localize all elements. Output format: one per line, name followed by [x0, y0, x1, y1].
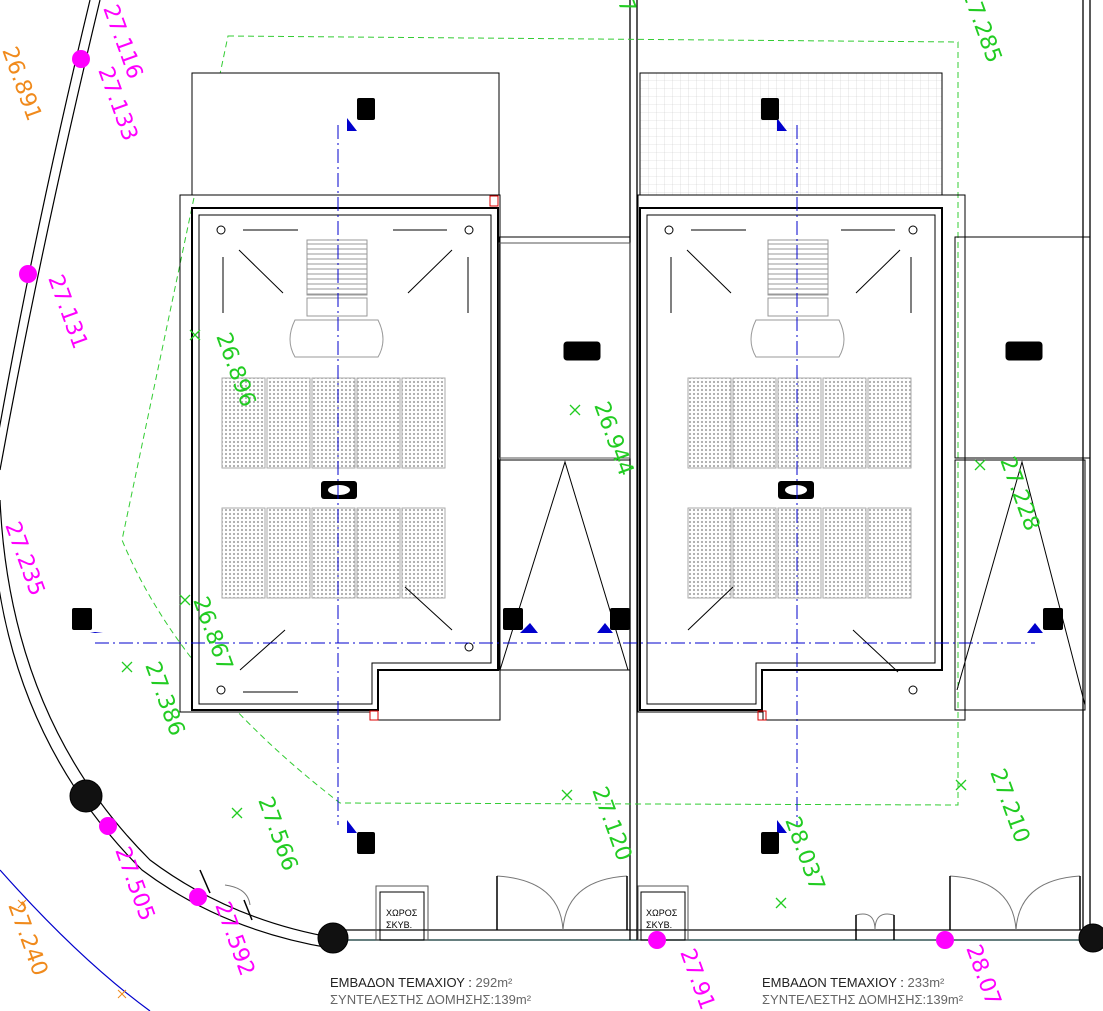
gate-posts: [199, 869, 1081, 940]
room-label: ΧΩΡΟΣ: [386, 908, 418, 918]
elevation-label: 26.944: [588, 399, 638, 480]
house-2: [637, 194, 966, 721]
elevation-label: 26.891: [0, 44, 46, 125]
svg-text:ΕΜΒΑΔΟΝ ΤΕΜΑΧΙΟΥ : 233m²: ΕΜΒΑΔΟΝ ΤΕΜΑΧΙΟΥ : 233m²: [762, 975, 945, 990]
tree-symbols: [69, 779, 1103, 954]
elevation-label: 27.592: [209, 899, 259, 980]
room-label: ΧΩΡΟΣ: [646, 908, 678, 918]
elevation-label: 27.505: [109, 844, 159, 925]
plot-info-2: ΕΜΒΑΔΟΝ ΤΕΜΑΧΙΟΥ : 233m² ΣΥΝΤΕΛΕΣΤΗΣ ΔΟΜ…: [762, 975, 964, 1007]
elevation-label: 28.037: [779, 814, 829, 895]
room-label: ΣΚΥΒ.: [386, 920, 412, 930]
section-markers: [90, 118, 1043, 833]
plot-info-1: ΕΜΒΑΔΟΝ ΤΕΜΑΧΙΟΥ : 292m² ΣΥΝΤΕΛΕΣΤΗΣ ΔΟΜ…: [330, 975, 532, 1007]
gates: [224, 875, 1081, 931]
area-label: ΕΜΒΑΔΟΝ ΤΕΜΑΧΙΟΥ :: [330, 975, 472, 990]
room-label: ΣΚΥΒ.: [646, 920, 672, 930]
elevation-label: 087: [602, 0, 640, 17]
plot-divider: [629, 0, 1091, 940]
elevation-label: 27.120: [586, 784, 636, 865]
area-label: ΕΜΒΑΔΟΝ ΤΕΜΑΧΙΟΥ :: [762, 975, 904, 990]
elevation-label: 27.285: [956, 0, 1006, 66]
bin-store-2: ΧΩΡΟΣ ΣΚΥΒ.: [637, 885, 689, 941]
area-value: 292m²: [476, 975, 514, 990]
building-coefficient: ΣΥΝΤΕΛΕΣΤΗΣ ΔΟΜΗΣΗΣ:139m²: [762, 992, 964, 1007]
elevation-label: 27.91: [674, 946, 719, 1011]
building-envelope-boundary: [121, 35, 959, 806]
elevation-label: 27.566: [252, 794, 302, 875]
elevation-label: 27.386: [139, 659, 189, 740]
elevation-label: 27.228: [994, 454, 1044, 535]
axis-lines: [95, 125, 1035, 825]
elevation-label: 27.235: [0, 519, 49, 600]
road-curve: [0, 0, 336, 949]
annex: [498, 236, 1091, 711]
area-value: 233m²: [908, 975, 946, 990]
front-boundary: [335, 929, 1103, 941]
building-coefficient: ΣΥΝΤΕΛΕΣΤΗΣ ΔΟΜΗΣΗΣ:139m²: [330, 992, 532, 1007]
pergola-1: [191, 72, 500, 196]
elevation-label: 27.210: [984, 766, 1034, 847]
elevation-label: 27.240: [2, 899, 52, 980]
section-tag-icons: [72, 98, 1063, 854]
spot-level-crosses: [121, 329, 986, 909]
elevation-label: 28.07: [960, 942, 1005, 1010]
svg-text:ΕΜΒΑΔΟΝ ΤΕΜΑΧΙΟΥ : 292m²: ΕΜΒΑΔΟΝ ΤΕΜΑΧΙΟΥ : 292m²: [330, 975, 513, 990]
elevation-label: 27.131: [42, 272, 92, 353]
bin-store-1: ΧΩΡΟΣ ΣΚΥΒ.: [375, 885, 429, 941]
orange-crosses: [17, 899, 127, 999]
blue-boundary-line: [0, 869, 151, 1011]
pergola-2: [639, 72, 943, 196]
house-1: [179, 194, 501, 721]
survey-points: [19, 50, 954, 949]
